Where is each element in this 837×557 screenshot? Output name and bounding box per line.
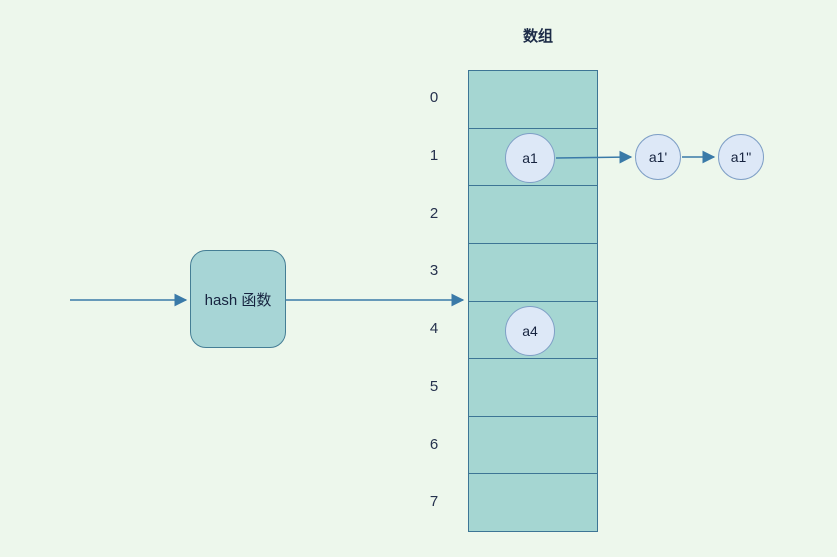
slot-label-6: 6 bbox=[429, 436, 439, 453]
array-cell bbox=[469, 359, 597, 417]
array-cell bbox=[469, 474, 597, 531]
array-title: 数组 bbox=[522, 28, 553, 45]
hash-function-label: hash 函数 bbox=[204, 291, 272, 309]
slot-label-5: 5 bbox=[429, 378, 439, 395]
slot-label-0: 0 bbox=[429, 89, 439, 106]
node-a1-prime-label: a1' bbox=[648, 149, 668, 165]
slot-label-7: 7 bbox=[429, 493, 439, 510]
slot-label-1: 1 bbox=[429, 147, 439, 164]
node-a4: a4 bbox=[505, 306, 555, 356]
node-a1-prime: a1' bbox=[635, 134, 681, 180]
array-cell bbox=[469, 302, 597, 360]
array-cell bbox=[469, 417, 597, 475]
slot-label-3: 3 bbox=[429, 262, 439, 279]
slot-label-2: 2 bbox=[429, 205, 439, 222]
node-a1: a1 bbox=[505, 133, 555, 183]
hash-function-box: hash 函数 bbox=[190, 250, 286, 348]
array-cell bbox=[469, 186, 597, 244]
node-a1-double-prime: a1" bbox=[718, 134, 764, 180]
node-a1-double-prime-label: a1" bbox=[730, 149, 752, 165]
array-cell bbox=[469, 71, 597, 129]
node-a1-label: a1 bbox=[522, 150, 538, 166]
array-cell bbox=[469, 244, 597, 302]
array-cell bbox=[469, 129, 597, 187]
slot-label-4: 4 bbox=[429, 320, 439, 337]
node-a4-label: a4 bbox=[522, 323, 538, 339]
